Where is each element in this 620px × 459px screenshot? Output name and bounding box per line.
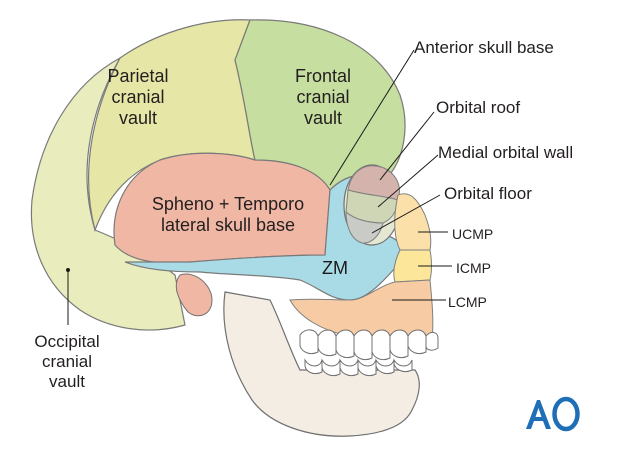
label-spheno-temporo-lateral-skull-base: Spheno + Temporo lateral skull base	[132, 194, 324, 236]
teeth	[299, 329, 439, 377]
label-occipital-line-3: vault	[49, 372, 85, 391]
region-ear-condyle	[175, 273, 213, 317]
region-ucmp	[394, 193, 432, 251]
label-icmp: ICMP	[456, 260, 491, 276]
label-occipital-line-1: Occipital	[34, 332, 100, 351]
label-parietal-line-3: vault	[118, 108, 158, 128]
label-frontal-line-2: cranial	[296, 87, 350, 107]
label-medial-orbital-wall: Medial orbital wall	[438, 143, 574, 162]
leader-anterior-skull-base	[329, 49, 415, 186]
label-lcmp: LCMP	[448, 294, 487, 310]
region-orbital-floor	[345, 210, 384, 244]
leader-orbital-floor	[371, 194, 441, 234]
leader-orbital-roof	[379, 111, 435, 181]
label-spheno-line-2: lateral skull base	[160, 215, 296, 235]
label-occipital-line-2: cranial	[41, 352, 93, 371]
label-orbital-roof: Orbital roof	[436, 98, 521, 117]
ao-foundation-logo-icon	[526, 396, 580, 432]
label-frontal-line-3: vault	[303, 108, 343, 128]
label-frontal-line-1: Frontal	[294, 66, 352, 86]
leader-lines	[66, 49, 452, 325]
region-mandible	[223, 291, 420, 437]
label-occipital-cranial-vault: Occipital cranial vault	[12, 332, 122, 392]
leader-dot-occipital	[66, 268, 70, 272]
label-parietal-line-1: Parietal	[107, 66, 169, 86]
leader-medial-orbital-wall	[377, 154, 439, 208]
label-parietal-cranial-vault: Parietal cranial vault	[88, 66, 188, 129]
label-ucmp: UCMP	[452, 226, 494, 242]
ao-logo-letter-a	[526, 400, 551, 429]
ao-logo-letter-o	[552, 396, 580, 432]
label-spheno-line-1: Spheno + Temporo	[151, 194, 305, 214]
label-orbital-floor: Orbital floor	[444, 184, 532, 203]
label-parietal-line-2: cranial	[111, 87, 165, 107]
label-zm: ZM	[322, 258, 348, 278]
label-frontal-cranial-vault: Frontal cranial vault	[278, 66, 368, 129]
label-anterior-skull-base: Anterior skull base	[414, 38, 554, 57]
